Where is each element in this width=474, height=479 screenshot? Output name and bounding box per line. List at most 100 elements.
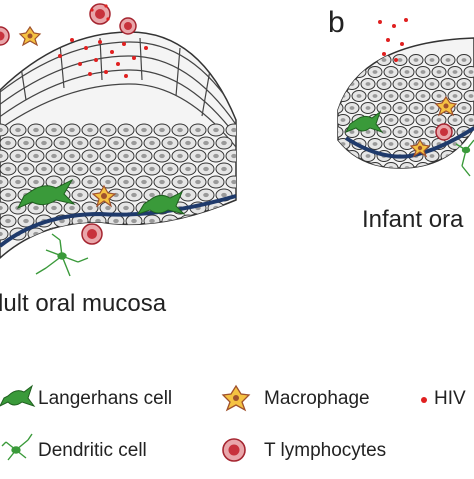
cell-nucleus — [51, 153, 57, 159]
cell-nucleus — [123, 205, 129, 211]
legend-hiv-label: HIV — [434, 388, 466, 409]
cell-nucleus — [338, 82, 339, 86]
cell-nucleus — [349, 106, 355, 110]
cell-nucleus — [77, 192, 83, 198]
cell-nucleus — [468, 70, 474, 74]
epithelial-cell — [351, 162, 367, 168]
epithelial-cells-adult — [0, 123, 236, 241]
superficial-layers — [0, 37, 236, 161]
cell-nucleus — [429, 154, 435, 158]
cell-nucleus — [413, 130, 419, 134]
cell-nucleus — [51, 205, 57, 211]
cell-nucleus — [167, 140, 173, 146]
cell-nucleus — [77, 140, 83, 146]
macrophage-icon — [221, 384, 251, 412]
legend-t-lymphocytes-label: T lymphocytes — [264, 440, 387, 461]
cell-nucleus — [397, 130, 403, 134]
cell-nucleus — [340, 166, 346, 168]
cell-nucleus — [77, 166, 83, 172]
cell-nucleus — [338, 58, 339, 62]
cell-nucleus — [388, 118, 394, 122]
cell-nucleus — [397, 82, 403, 86]
cell-nucleus — [420, 118, 426, 122]
cell-nucleus — [436, 166, 442, 168]
dendritic-cell-icon — [1, 433, 33, 461]
cell-nucleus — [404, 142, 410, 146]
epithelial-cell — [431, 162, 447, 168]
cell-nucleus — [0, 127, 3, 133]
cell-nucleus — [185, 166, 191, 172]
cell-nucleus — [167, 192, 173, 198]
cell-nucleus — [203, 192, 209, 198]
cell-nucleus — [404, 118, 410, 122]
legend-macrophage-label: Macrophage — [264, 388, 370, 409]
cell-nucleus — [231, 205, 236, 211]
cell-nucleus — [33, 205, 39, 211]
cell-nucleus — [159, 179, 165, 185]
cell-nucleus — [167, 166, 173, 172]
epithelial-cell — [338, 54, 344, 66]
cell-nucleus — [177, 127, 183, 133]
cell-nucleus — [221, 192, 227, 198]
cell-nucleus — [123, 179, 129, 185]
cell-nucleus — [372, 142, 378, 146]
cell-nucleus — [113, 218, 119, 224]
cell-nucleus — [23, 140, 29, 146]
cell-nucleus — [33, 153, 39, 159]
epithelial-cell — [447, 162, 463, 168]
cell-nucleus — [105, 179, 111, 185]
cell-nucleus — [131, 140, 137, 146]
cell-nucleus — [203, 140, 209, 146]
hiv-particle-icon — [421, 397, 427, 403]
cell-nucleus — [452, 118, 458, 122]
cell-nucleus — [0, 205, 3, 211]
cell-nucleus — [185, 192, 191, 198]
cell-nucleus — [452, 94, 458, 98]
cell-nucleus — [177, 231, 183, 237]
cell-nucleus — [429, 58, 435, 62]
cell-nucleus — [381, 58, 387, 62]
cell-nucleus — [349, 58, 355, 62]
cell-nucleus — [413, 82, 419, 86]
infant-mucosa-title: Infant ora — [362, 206, 464, 233]
cell-nucleus — [149, 218, 155, 224]
cell-nucleus — [404, 70, 410, 74]
cell-nucleus — [131, 218, 137, 224]
legend-dendritic-label: Dendritic cell — [38, 440, 147, 461]
t-lymphocyte-top-right — [119, 17, 137, 35]
cell-nucleus — [41, 140, 47, 146]
epithelial-cell — [338, 90, 351, 102]
cell-nucleus — [356, 166, 362, 168]
cell-nucleus — [0, 179, 3, 185]
cell-nucleus — [33, 179, 39, 185]
cell-nucleus — [177, 153, 183, 159]
cell-nucleus — [87, 205, 93, 211]
cell-nucleus — [105, 205, 111, 211]
cell-nucleus — [436, 94, 442, 98]
epithelial-cell — [463, 162, 474, 168]
cell-nucleus — [461, 58, 467, 62]
t-lymphocyte-icon — [222, 438, 246, 462]
epithelial-cell — [171, 227, 189, 241]
cell-nucleus — [149, 166, 155, 172]
macrophage-infant-lower — [409, 138, 431, 158]
cell-nucleus — [388, 142, 394, 146]
cell-nucleus — [23, 166, 29, 172]
cell-nucleus — [105, 153, 111, 159]
cell-nucleus — [231, 179, 236, 185]
epithelial-cell — [351, 66, 367, 78]
cell-nucleus — [15, 153, 21, 159]
t-lymphocyte-infant — [435, 123, 453, 141]
cell-nucleus — [365, 130, 371, 134]
epithelial-cell — [338, 102, 344, 114]
cell-nucleus — [452, 142, 458, 146]
cell-nucleus — [195, 127, 201, 133]
cell-nucleus — [87, 179, 93, 185]
cell-nucleus — [59, 218, 65, 224]
epithelial-cell — [338, 150, 344, 162]
epithelial-cell — [415, 162, 431, 168]
dendritic-cell-infant — [455, 139, 474, 177]
cell-nucleus — [105, 231, 111, 237]
cell-nucleus — [69, 153, 75, 159]
